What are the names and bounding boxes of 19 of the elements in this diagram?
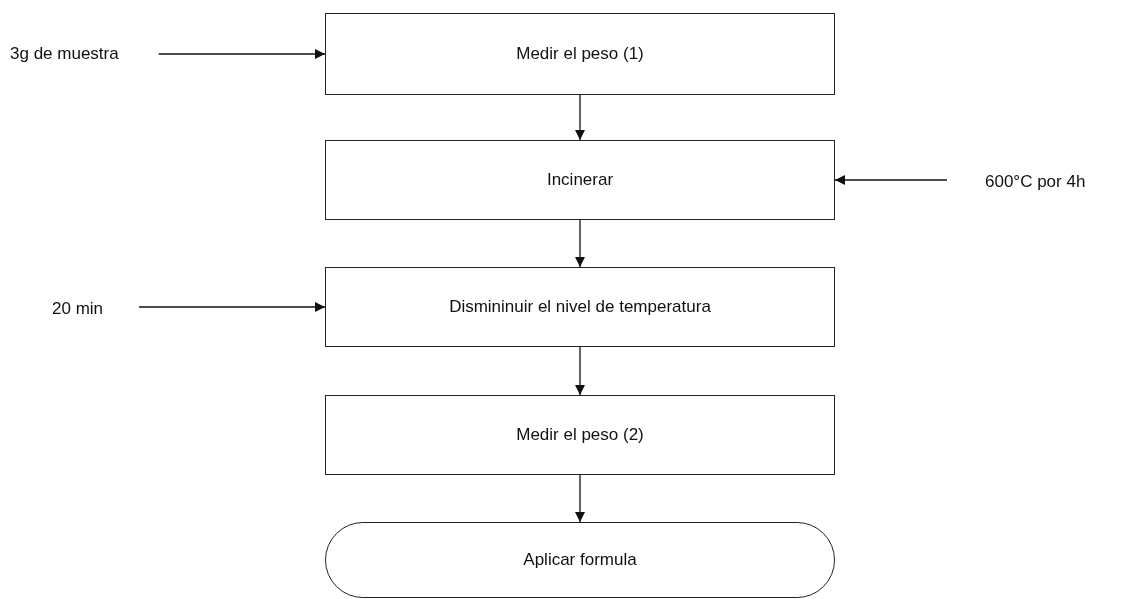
arrow [138, 302, 326, 312]
arrow [575, 94, 585, 141]
arrow [575, 219, 585, 268]
arrow [575, 474, 585, 523]
input-label: 3g de muestra [10, 44, 159, 64]
node-text: Medir el peso (2) [516, 425, 644, 445]
process-box [325, 395, 835, 475]
node-text: Incinerar [546, 170, 614, 190]
input-label: 20 min [52, 299, 140, 319]
process-box [325, 13, 835, 95]
arrow [575, 346, 585, 396]
arrow [158, 49, 326, 59]
node-text: Medir el peso (1) [516, 44, 644, 64]
process-box [325, 140, 835, 220]
arrow [834, 175, 948, 185]
process-box [325, 267, 835, 347]
node-text: Aplicar formula [523, 550, 637, 570]
node-text: Dismininuir el nivel de temperatura [449, 297, 711, 317]
input-label: 600°C por 4h [947, 172, 1086, 192]
